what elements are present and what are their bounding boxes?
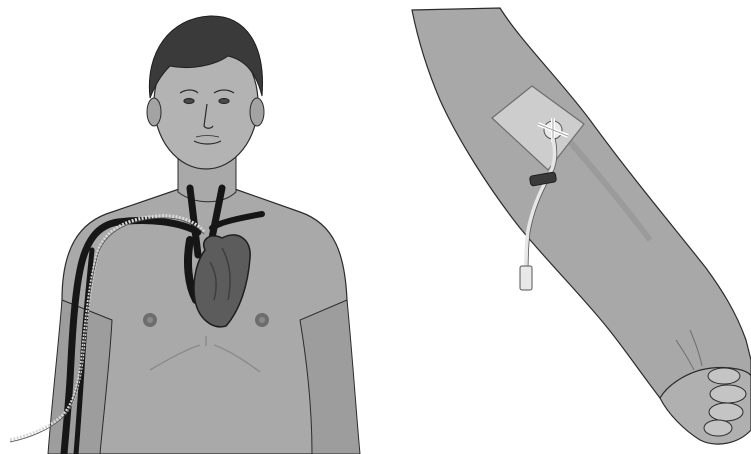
ear-right	[250, 98, 264, 126]
connector-cap	[520, 266, 532, 290]
ear-left	[147, 98, 161, 126]
nipple-left-inner	[147, 317, 153, 323]
torso-figure	[10, 16, 360, 454]
nipple-right-inner	[259, 317, 265, 323]
arm-figure	[412, 8, 751, 444]
